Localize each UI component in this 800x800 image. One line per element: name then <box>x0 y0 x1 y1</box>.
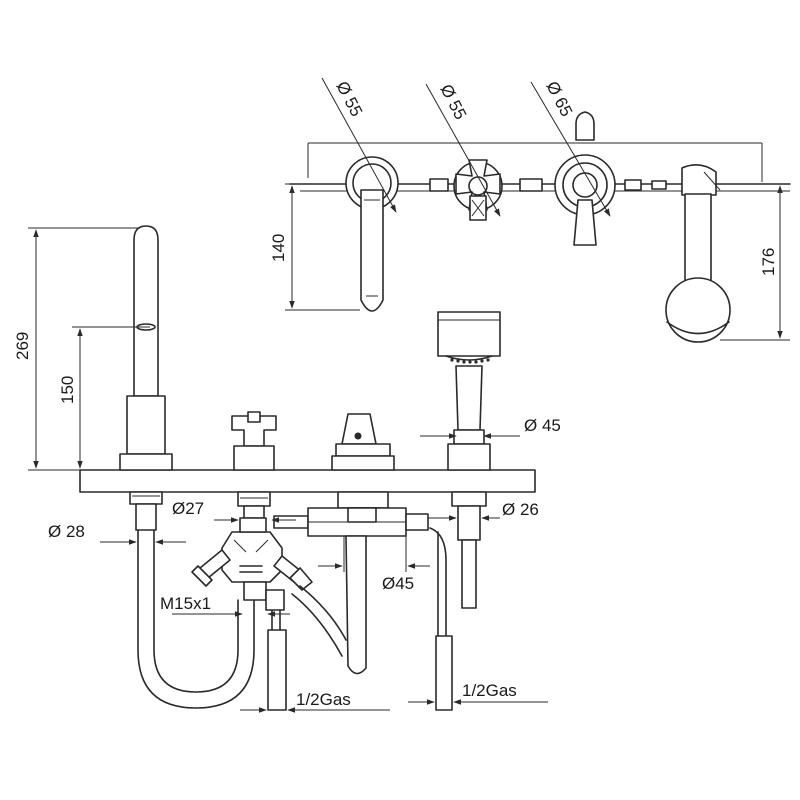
top-connector-3 <box>624 179 642 191</box>
top-hand-shower <box>665 164 731 343</box>
loop-hose-inner <box>153 529 239 693</box>
outlet-hose-2 <box>291 593 343 657</box>
label-150: 150 <box>58 376 77 404</box>
label-gas-left: 1/2Gas <box>296 690 351 709</box>
spout-outlet-pipe <box>345 535 367 675</box>
label-d-28: Ø 28 <box>48 522 85 541</box>
label-height-176: 176 <box>759 248 778 276</box>
shower-hose-end <box>435 635 453 711</box>
dim-line-d-cross <box>425 83 501 217</box>
top-view <box>285 77 791 343</box>
shower-hose-upper <box>429 527 447 641</box>
label-d-body: Ø45 <box>382 574 414 593</box>
outlet-hose-1 <box>299 585 347 641</box>
top-cross-handle <box>453 159 503 221</box>
label-d-knob: Ø 65 <box>542 78 576 119</box>
side-mixer-body <box>273 507 429 537</box>
feed-pipe-left-fitting <box>265 589 285 611</box>
dim-line-d-knob <box>530 81 611 217</box>
label-height-140: 140 <box>269 234 288 262</box>
side-valve-manifold <box>191 517 313 601</box>
label-d-27: Ø27 <box>172 499 204 518</box>
label-d-26: Ø 26 <box>502 500 539 519</box>
feed-pipe-left <box>267 629 287 711</box>
side-cross-valve <box>231 411 277 519</box>
top-connector-1 <box>429 178 449 192</box>
side-diverter-knob <box>331 413 395 517</box>
top-connector-2 <box>519 178 543 192</box>
loop-hose-outer <box>137 529 255 709</box>
deck-plate <box>79 469 536 493</box>
dim-line-d-spout <box>321 77 397 213</box>
top-lever-knob <box>554 111 616 246</box>
side-hand-shower <box>437 311 501 609</box>
label-d-shower: Ø 45 <box>524 416 561 435</box>
top-spout <box>345 156 399 312</box>
label-thread: M15x1 <box>160 594 211 613</box>
label-gas-right: 1/2Gas <box>462 681 517 700</box>
label-d-cross: Ø 55 <box>436 81 470 122</box>
side-view <box>28 225 548 713</box>
side-spout <box>119 225 173 531</box>
top-connector-4 <box>651 180 667 190</box>
label-d-spout: Ø 55 <box>332 78 366 119</box>
label-269: 269 <box>13 332 32 360</box>
